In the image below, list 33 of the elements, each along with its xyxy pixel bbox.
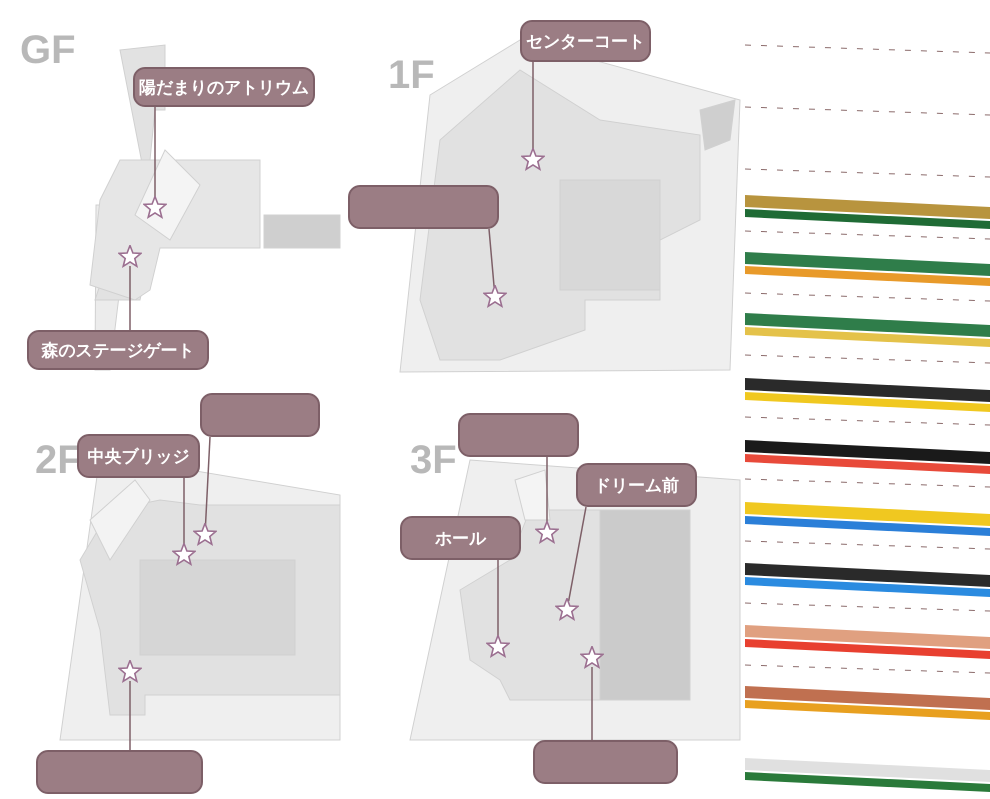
star-marker xyxy=(555,598,579,622)
leader-line xyxy=(532,62,534,151)
leader-line xyxy=(546,457,548,524)
location-label: ホール xyxy=(400,516,521,560)
floor-label: GF xyxy=(20,30,76,70)
star-marker xyxy=(580,646,604,670)
star-marker xyxy=(118,245,142,269)
star-marker xyxy=(193,523,217,547)
location-label xyxy=(458,413,579,457)
location-label xyxy=(533,740,678,784)
location-label: センターコート xyxy=(520,20,651,62)
star-marker xyxy=(118,660,142,684)
location-label xyxy=(36,750,203,794)
leader-line xyxy=(204,436,211,526)
location-label: 陽だまりのアトリウム xyxy=(133,67,315,107)
star-marker xyxy=(535,521,559,545)
star-marker xyxy=(143,196,167,220)
leader-line xyxy=(568,506,587,602)
floor-label: 3F xyxy=(410,440,457,480)
location-label: 中央ブリッジ xyxy=(77,434,200,478)
floor-label: 1F xyxy=(388,55,435,95)
leader-line xyxy=(497,560,499,638)
leader-line xyxy=(154,107,156,199)
location-label xyxy=(200,393,320,437)
leader-line xyxy=(488,228,495,288)
star-marker xyxy=(483,285,507,309)
star-marker xyxy=(521,148,545,172)
star-marker xyxy=(172,543,196,567)
location-label: ドリーム前 xyxy=(576,463,697,507)
location-label: 森のステージゲート xyxy=(27,330,209,370)
star-marker xyxy=(486,635,510,659)
leader-line xyxy=(183,478,185,546)
location-label xyxy=(348,185,499,229)
